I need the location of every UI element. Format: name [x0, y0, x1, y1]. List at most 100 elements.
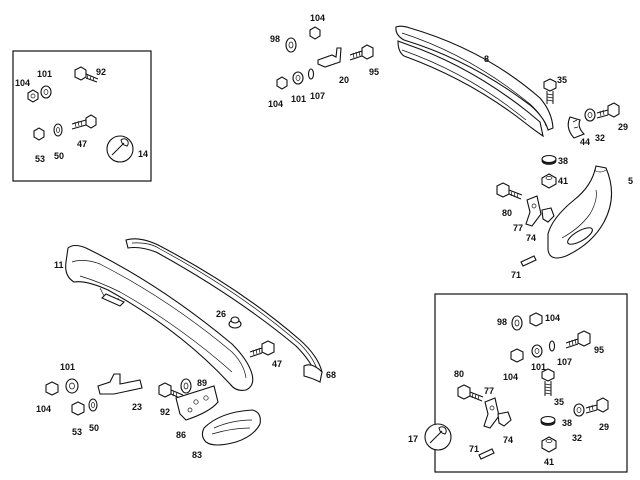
label-47: 47	[77, 139, 87, 149]
washer-101	[40, 85, 52, 99]
label-95: 95	[594, 345, 604, 355]
top-left-parts-box: 104 101 92 53 50 47 14	[12, 50, 152, 182]
label-92: 92	[96, 67, 106, 77]
label-41: 41	[544, 457, 554, 467]
nut-104	[27, 89, 39, 103]
bolt-92-front	[158, 382, 184, 400]
bumper-body-11	[65, 244, 254, 391]
wrench-symbol-17	[424, 423, 452, 451]
nut-104-bottom	[276, 76, 288, 90]
label-77: 77	[484, 386, 494, 396]
plug-26	[228, 316, 242, 329]
label-98: 98	[270, 34, 280, 44]
washer-107-br	[548, 340, 556, 352]
label-8: 8	[484, 54, 489, 64]
label-71: 71	[511, 270, 521, 280]
label-104: 104	[503, 372, 518, 382]
nut-104-br-mid	[510, 348, 524, 363]
bracket-77-br	[483, 397, 500, 429]
clamp-44	[567, 116, 585, 139]
bolt-29	[596, 102, 620, 119]
label-104: 104	[36, 404, 51, 414]
label-104: 104	[268, 99, 283, 109]
label-71: 71	[469, 444, 479, 454]
label-101: 101	[531, 362, 546, 372]
label-53: 53	[72, 427, 82, 437]
label-38: 38	[558, 156, 568, 166]
label-53: 53	[35, 154, 45, 164]
label-74: 74	[503, 435, 513, 445]
bumper-bar-68	[125, 238, 323, 383]
label-101: 101	[291, 94, 306, 104]
pin-71-br	[478, 448, 495, 460]
pin-71	[520, 255, 537, 267]
label-44: 44	[580, 137, 590, 147]
washer-50	[53, 123, 63, 137]
bolt-95	[349, 44, 374, 61]
label-80: 80	[502, 208, 512, 218]
bolt-47-front	[249, 340, 275, 358]
label-41: 41	[558, 176, 568, 186]
bracket-77	[525, 195, 542, 227]
bolt-35	[543, 78, 557, 104]
bumper-bar-8	[395, 25, 554, 138]
label-50: 50	[89, 423, 99, 433]
label-35: 35	[554, 397, 564, 407]
washer-107	[307, 68, 315, 80]
nut-41-br	[541, 436, 557, 453]
label-26: 26	[216, 309, 226, 319]
bolt-80	[496, 182, 523, 200]
bolt-80-br	[457, 384, 484, 402]
label-23: 23	[132, 402, 142, 412]
clip-74	[541, 207, 555, 223]
label-107: 107	[310, 91, 325, 101]
bolt-47	[71, 114, 97, 130]
washer-101-front	[65, 378, 79, 394]
label-32: 32	[595, 133, 605, 143]
label-104: 104	[310, 13, 325, 23]
washer-32	[584, 108, 596, 122]
label-74: 74	[526, 233, 536, 243]
nut-104-br-top	[529, 312, 543, 327]
bottom-right-parts-box: 98 104 95 107 104 101 80 77 35 17 74 38 …	[408, 293, 628, 473]
bracket-23	[97, 373, 143, 395]
label-95: 95	[369, 67, 379, 77]
washer-38	[541, 154, 557, 165]
label-83: 83	[192, 450, 202, 460]
washer-98-br	[511, 315, 523, 331]
label-80: 80	[454, 369, 464, 379]
washer-50-front	[88, 398, 98, 412]
bolt-29-br	[585, 397, 609, 414]
label-101: 101	[60, 362, 75, 372]
label-104: 104	[15, 78, 30, 88]
label-17: 17	[408, 434, 418, 444]
label-38: 38	[562, 418, 572, 428]
rubber-insert-83	[201, 409, 261, 446]
washer-101-top	[292, 71, 304, 85]
nut-53	[33, 127, 45, 141]
top-right-parts: 8 35 44 32 29 38 41 5 80 77 74 71	[395, 25, 633, 280]
wrench-symbol-14	[106, 135, 134, 163]
bolt-35-br	[541, 368, 555, 396]
label-68: 68	[326, 370, 336, 380]
label-50: 50	[54, 151, 64, 161]
clip-74-br	[497, 411, 512, 427]
label-47: 47	[272, 359, 282, 369]
label-20: 20	[339, 75, 349, 85]
top-center-parts: 104 98 104 101 107 20 95	[268, 13, 379, 109]
label-5: 5	[628, 176, 633, 186]
bracket-86	[175, 385, 219, 421]
label-29: 29	[599, 422, 609, 432]
corner-guard-5	[547, 165, 613, 259]
washer-98	[285, 37, 297, 53]
bolt-92	[74, 66, 99, 83]
label-86: 86	[176, 430, 186, 440]
label-92: 92	[160, 407, 170, 417]
nut-104-front	[45, 381, 59, 396]
label-11: 11	[54, 260, 64, 270]
nut-53-front	[71, 401, 85, 416]
label-77: 77	[513, 223, 523, 233]
label-35: 35	[557, 75, 567, 85]
nut-41	[541, 173, 557, 189]
bracket-20	[317, 47, 342, 68]
